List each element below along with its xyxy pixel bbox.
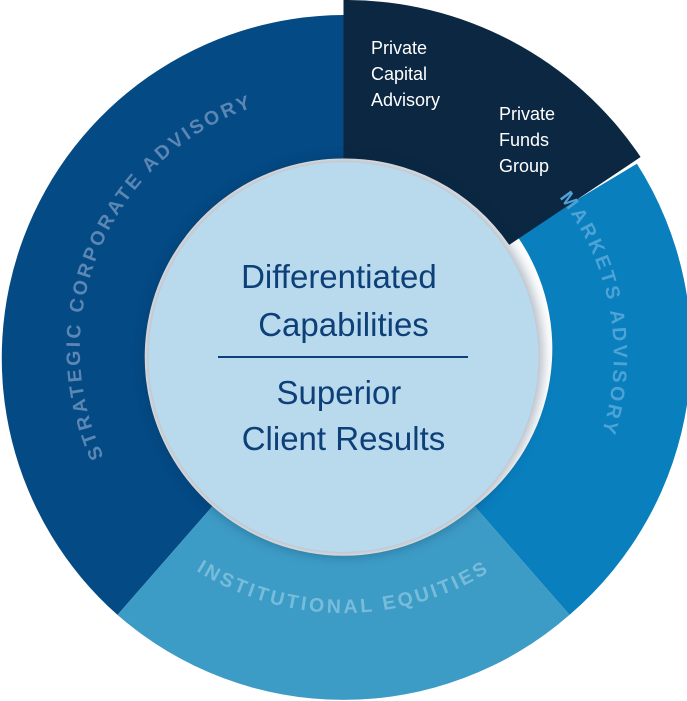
segment-private-capital [343, 0, 641, 245]
center-top-text: Differentiated Capabilities [241, 258, 446, 343]
center-bottom-text: Superior Client Results [242, 374, 446, 457]
private-funds-group-label: Private Funds Group [499, 104, 560, 176]
segment-institutional-equities [117, 506, 570, 700]
segment-markets-advisory [474, 163, 687, 615]
segment-strategic-corporate-advisory [1, 15, 344, 615]
private-capital-advisory-label: Private Capital Advisory [371, 38, 440, 110]
